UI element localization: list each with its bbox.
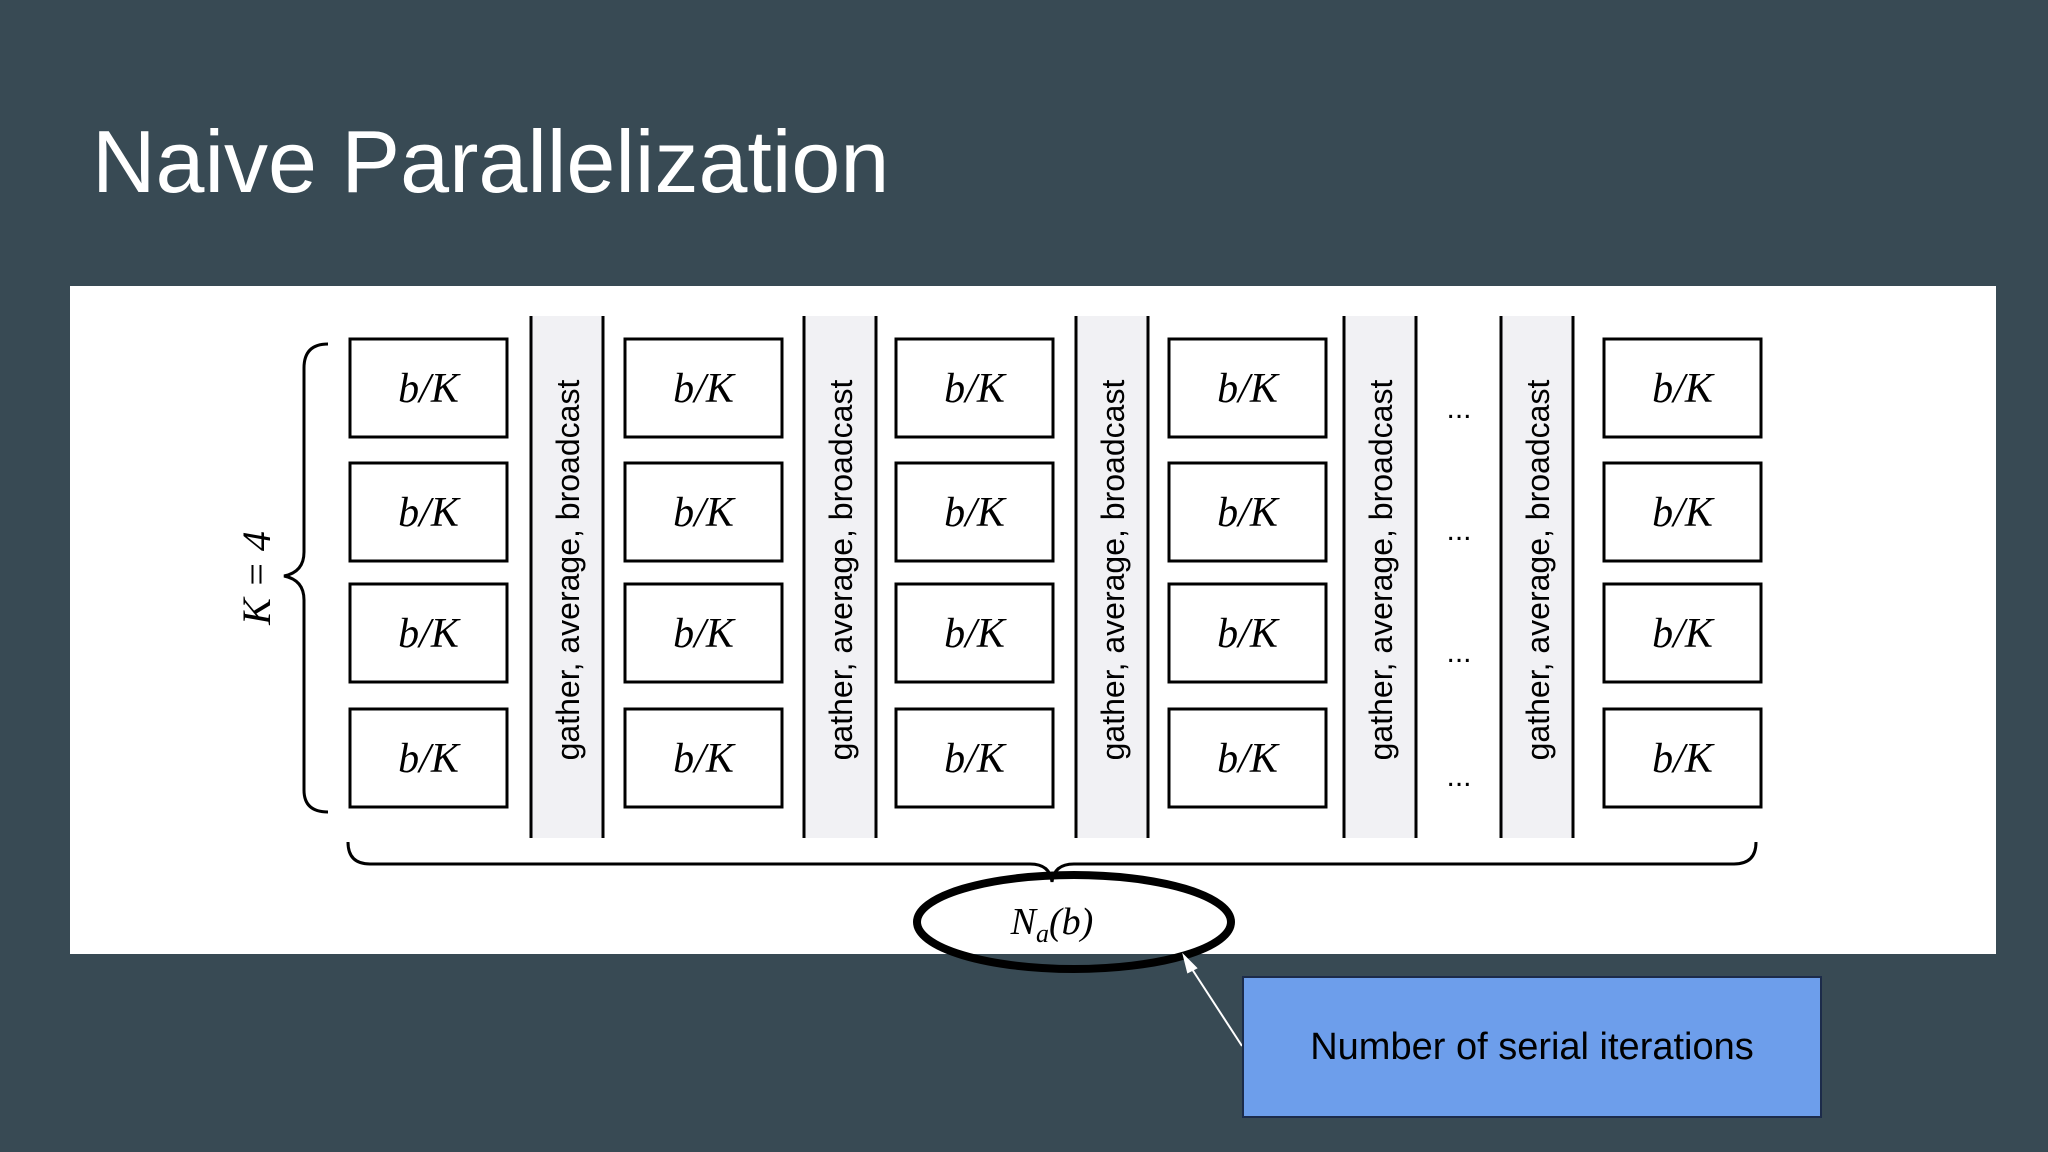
worker-box-label: b/K [1652, 736, 1715, 782]
callout-arrow-line [1189, 965, 1243, 1047]
worker-box-label: b/K [673, 611, 736, 657]
worker-box [1167, 582, 1328, 684]
worker-box [894, 461, 1055, 563]
sync-band [1501, 316, 1573, 838]
worker-box [623, 707, 784, 809]
worker-box [348, 461, 509, 563]
worker-box-label: b/K [944, 736, 1007, 782]
worker-box-label: b/K [944, 611, 1007, 657]
sync-label: gather, average, broadcast [823, 380, 859, 761]
worker-box [623, 461, 784, 563]
ellipsis: ... [1446, 514, 1471, 547]
iterations-brace [346, 841, 1758, 883]
callout-arrow-head [1182, 952, 1198, 974]
sync-label: gather, average, broadcast [550, 380, 586, 761]
k-label: K = 4 [234, 531, 279, 626]
worker-box-label: b/K [1652, 490, 1715, 536]
worker-box-label: b/K [944, 490, 1007, 536]
worker-box [1602, 337, 1763, 439]
worker-box-label: b/K [673, 366, 736, 412]
sync-band [1076, 316, 1148, 838]
worker-box [348, 582, 509, 684]
worker-box-label: b/K [398, 366, 461, 412]
sync-band [1344, 316, 1416, 838]
worker-box [894, 582, 1055, 684]
highlight-ellipse [913, 871, 1235, 973]
worker-box [623, 337, 784, 439]
callout-box: Number of serial iterations [1242, 976, 1822, 1118]
worker-box [894, 337, 1055, 439]
worker-box [1167, 707, 1328, 809]
iterations-label-main: N [1010, 901, 1039, 943]
worker-box-label: b/K [398, 490, 461, 536]
ellipsis: ... [1446, 392, 1471, 425]
sync-label: gather, average, broadcast [1363, 380, 1399, 761]
iterations-label-arg: (b) [1049, 901, 1093, 943]
worker-box [623, 582, 784, 684]
worker-box-label: b/K [673, 490, 736, 536]
worker-box [348, 707, 509, 809]
k-brace [283, 342, 329, 814]
ellipsis: ... [1446, 636, 1471, 669]
callout-text: Number of serial iterations [1310, 1025, 1754, 1068]
worker-box [894, 707, 1055, 809]
worker-box [1167, 461, 1328, 563]
sync-label: gather, average, broadcast [1095, 380, 1131, 761]
worker-box-label: b/K [398, 611, 461, 657]
worker-box [1602, 461, 1763, 563]
worker-box [1602, 582, 1763, 684]
iterations-label-subscript: a [1036, 919, 1049, 948]
worker-box-label: b/K [398, 736, 461, 782]
worker-box [1602, 707, 1763, 809]
worker-box-label: b/K [944, 366, 1007, 412]
worker-box-label: b/K [1217, 366, 1280, 412]
worker-box [1167, 337, 1328, 439]
slide-title: Naive Parallelization [92, 112, 890, 211]
worker-box-label: b/K [1217, 736, 1280, 782]
worker-box-label: b/K [673, 736, 736, 782]
worker-box-label: b/K [1652, 611, 1715, 657]
sync-label: gather, average, broadcast [1520, 380, 1556, 761]
iterations-label: Na(b) [1010, 901, 1094, 948]
sync-band [531, 316, 603, 838]
ellipsis: ... [1446, 760, 1471, 793]
sync-band [804, 316, 876, 838]
worker-box-label: b/K [1217, 611, 1280, 657]
worker-box-label: b/K [1217, 490, 1280, 536]
worker-box [348, 337, 509, 439]
worker-box-label: b/K [1652, 366, 1715, 412]
